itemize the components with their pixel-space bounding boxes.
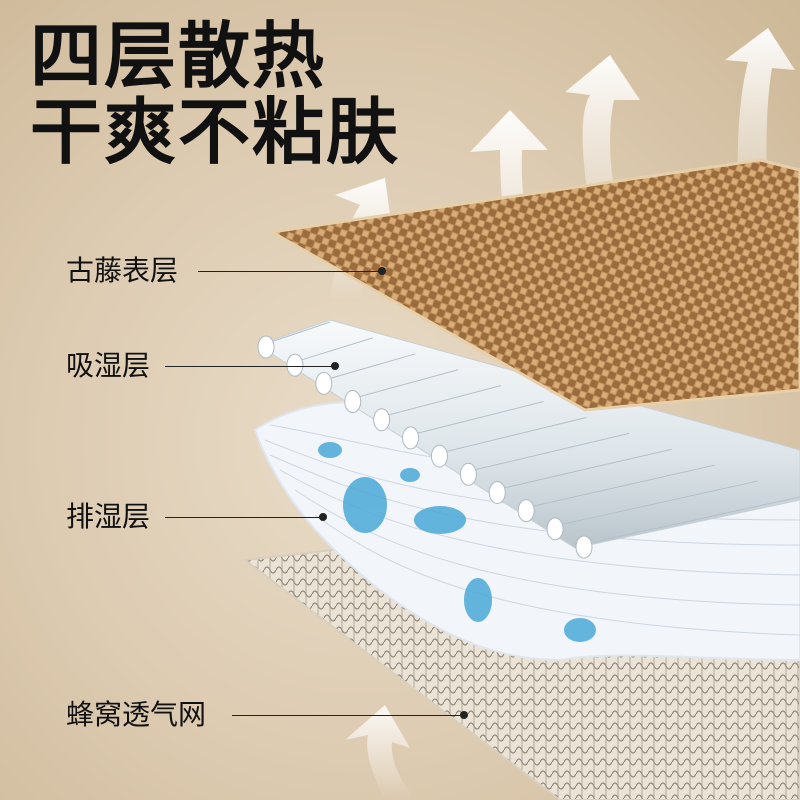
leader-line <box>232 715 464 716</box>
leader-dot <box>378 267 386 275</box>
layer-label-mesh: 蜂窝透气网 <box>66 698 207 731</box>
leader-dot <box>331 362 339 370</box>
headline-line-1: 四层散热 <box>30 14 327 98</box>
layer-label-drain: 排湿层 <box>66 500 151 533</box>
layer-label-rattan: 古藤表层 <box>66 254 179 287</box>
headline-line-2: 干爽不粘肤 <box>30 90 401 174</box>
leader-dot <box>319 513 327 521</box>
leader-line <box>165 517 323 518</box>
layer-label-absorb: 吸湿层 <box>66 349 151 382</box>
leader-line <box>165 366 335 367</box>
rattan-surface-layer <box>267 158 800 412</box>
leader-line <box>198 271 382 272</box>
absorbing-tube-layer <box>256 319 800 559</box>
leader-dot <box>460 711 468 719</box>
